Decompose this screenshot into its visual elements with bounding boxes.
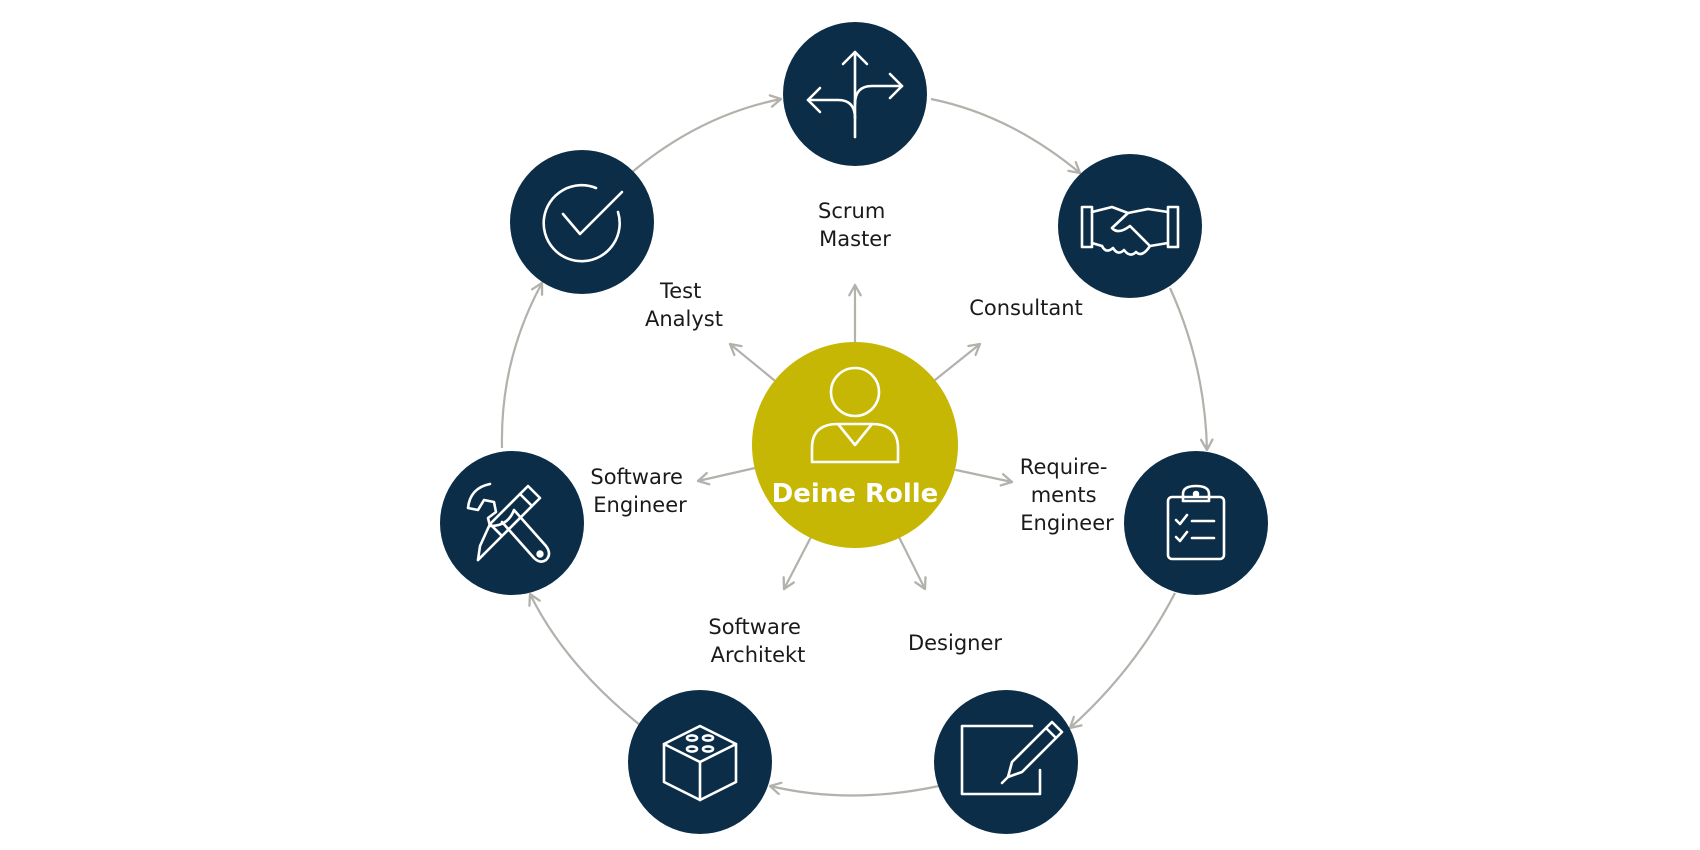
node-circle <box>510 150 654 294</box>
role-label-software-architekt: Software Architekt <box>708 615 807 667</box>
spoke-consultant <box>933 342 982 382</box>
spoke-requirements-engineer <box>954 468 1014 487</box>
cycle-arrows <box>500 94 1214 797</box>
role-label-line: Software <box>708 615 801 639</box>
role-label-line: Require- <box>1020 455 1108 479</box>
person-icon <box>810 366 900 464</box>
role-label-consultant: Consultant <box>969 296 1083 320</box>
role-label-line: Master <box>819 227 891 251</box>
role-label-line: ments <box>1031 483 1097 507</box>
role-label-designer: Designer <box>908 631 1002 655</box>
cycle-arrow-1 <box>930 97 1082 175</box>
cycle-arrow-5 <box>528 592 641 726</box>
center-label: Deine Rolle <box>772 479 939 509</box>
node-circle <box>1124 451 1268 595</box>
center-spokes <box>696 283 1014 591</box>
role-label-test-analyst: Test Analyst <box>645 279 723 331</box>
handshake-icon <box>1080 205 1180 256</box>
role-label-line: Consultant <box>969 296 1083 320</box>
role-label-software-engineer: Software Engineer <box>590 465 689 517</box>
spoke-test-analyst <box>728 342 776 382</box>
building-block-icon <box>662 724 738 802</box>
role-node-test-analyst <box>510 150 654 294</box>
spoke-software-engineer <box>696 466 757 486</box>
node-circle <box>440 451 584 595</box>
role-label-line: Analyst <box>645 307 723 331</box>
checkmark-circle-icon <box>542 183 624 263</box>
role-labels: Scrum Master Consultant Require- ments E… <box>590 199 1114 667</box>
role-node-software-architekt <box>628 690 772 834</box>
role-node-software-engineer <box>440 451 584 595</box>
role-label-line: Designer <box>908 631 1002 655</box>
role-label-line: Test <box>659 279 701 303</box>
wrench-pen-tools-icon <box>466 482 551 563</box>
crossroads-arrows-icon <box>806 50 904 139</box>
role-label-line: Software <box>590 465 683 489</box>
role-label-requirements-engineer: Require- ments Engineer <box>1020 455 1114 535</box>
cycle-arrow-4 <box>768 781 940 797</box>
cycle-arrow-2 <box>1168 287 1214 452</box>
cycle-arrow-3 <box>1068 592 1176 730</box>
role-label-line: Engineer <box>1020 511 1114 535</box>
cycle-arrow-6 <box>500 281 544 449</box>
role-label-line: Engineer <box>593 493 687 517</box>
cycle-arrow-7 <box>630 94 783 174</box>
role-label-scrum-master: Scrum Master <box>818 199 892 251</box>
role-node-consultant <box>1058 154 1202 298</box>
role-label-line: Scrum <box>818 199 885 223</box>
node-circle <box>934 690 1078 834</box>
role-node-requirements-engineer <box>1124 451 1268 595</box>
role-node-designer <box>934 690 1078 834</box>
center-node: Deine Rolle <box>752 342 958 548</box>
clipboard-checklist-icon <box>1166 484 1226 561</box>
role-node-scrum-master <box>783 22 927 166</box>
role-label-line: Architekt <box>711 643 806 667</box>
spoke-designer <box>897 535 927 591</box>
edit-pencil-icon <box>960 720 1064 796</box>
spoke-software-architekt <box>782 535 813 591</box>
